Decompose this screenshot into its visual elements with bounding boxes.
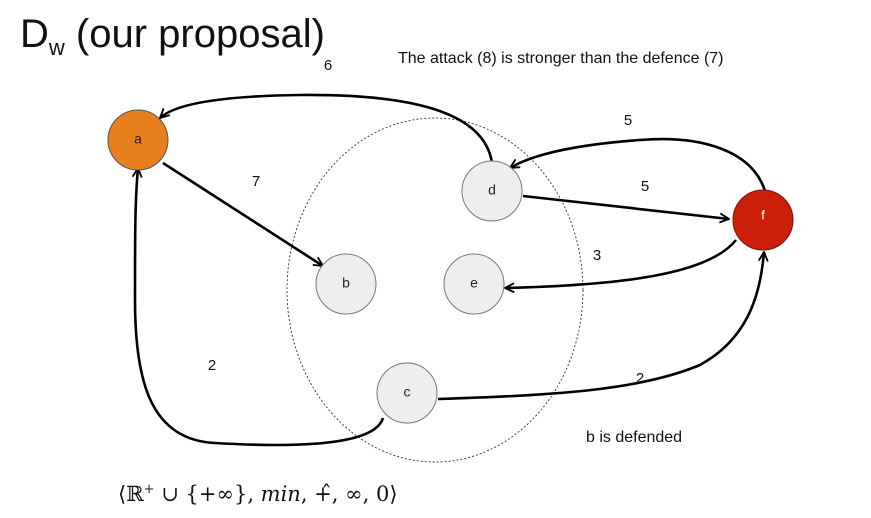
formula-union: ∪ {+∞}, (154, 482, 261, 506)
weight-label-a-b: 7 (252, 173, 260, 190)
node-f: f (732, 189, 794, 251)
formula-open: ⟨ℝ (118, 482, 144, 506)
edge-a-b (162, 161, 323, 266)
weight-label-c-a: 2 (208, 357, 216, 374)
node-c-circle (376, 362, 438, 424)
formula-rest: , +̂, ∞, 0⟩ (300, 482, 398, 506)
formula-plus-sup: + (143, 482, 155, 497)
title-main: D (20, 12, 49, 56)
node-d: d (461, 160, 523, 222)
slide-title: Dw (our proposal) (20, 14, 325, 59)
title-rest: (our proposal) (64, 12, 325, 56)
extension-ellipse (286, 117, 584, 463)
edge-d-a (160, 93, 494, 164)
weight-label-f-d: 5 (624, 112, 632, 129)
node-a-label: a (134, 131, 142, 147)
node-b: b (315, 253, 377, 315)
edge-c-a (135, 168, 385, 447)
node-a: a (107, 109, 169, 171)
node-a-circle (107, 109, 169, 171)
node-d-circle (461, 160, 523, 222)
node-e-circle (443, 253, 505, 315)
node-c-label: c (404, 384, 411, 400)
node-e: e (443, 253, 505, 315)
formula-min: min (260, 482, 301, 506)
node-d-label: d (488, 182, 496, 198)
weight-label-f-e: 3 (593, 247, 601, 264)
edge-f-e (505, 239, 738, 288)
node-f-label: f (761, 207, 765, 222)
weight-label-c-f: 2 (636, 370, 644, 387)
title-subscript: w (48, 35, 65, 60)
semiring-formula: ⟨ℝ+ ∪ {+∞}, min, +̂, ∞, 0⟩ (118, 482, 398, 506)
weight-label-d-f: 5 (641, 178, 649, 195)
node-f-circle (732, 189, 794, 251)
node-e-label: e (470, 275, 478, 291)
node-b-circle (315, 253, 377, 315)
attack-note: The attack (8) is stronger than the defe… (398, 50, 724, 67)
edge-f-d (510, 137, 767, 192)
node-b-label: b (342, 275, 350, 291)
defended-note: b is defended (586, 429, 683, 446)
edge-d-f (522, 194, 729, 219)
edge-c-f (437, 252, 764, 401)
node-c: c (376, 362, 438, 424)
weight-label-d-a: 6 (324, 57, 332, 74)
